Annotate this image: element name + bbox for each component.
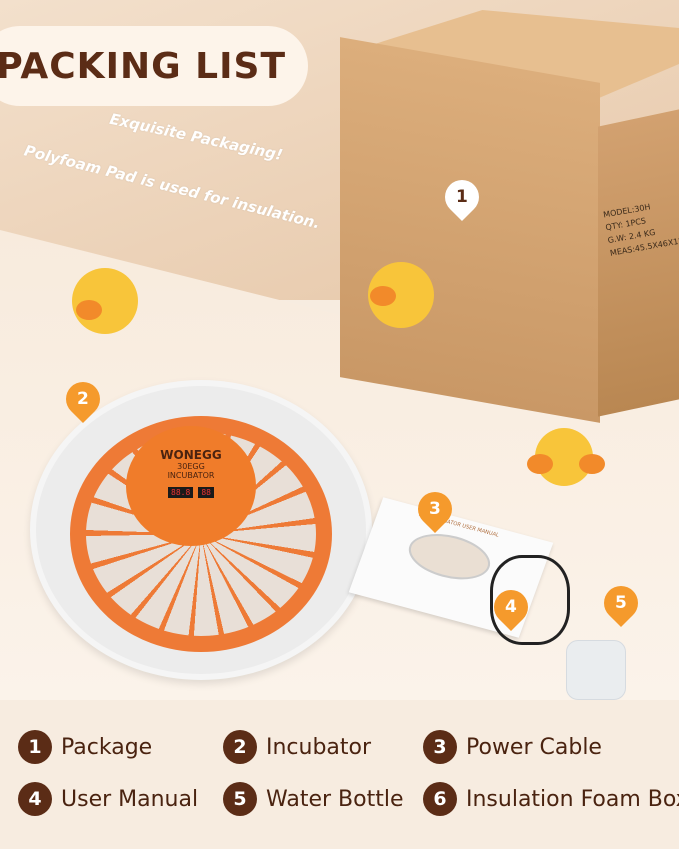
legend: 1 Package 2 Incubator 3 Power Cable 4 User M… (0, 730, 679, 816)
pin-number: 4 (505, 597, 517, 617)
legend-label: Package (61, 734, 153, 760)
legend-item: 6 Insulation Foam Box (423, 782, 679, 816)
pin-number: 3 (429, 499, 441, 519)
legend-label: Power Cable (466, 734, 602, 760)
humidity-display: 88 (198, 487, 214, 498)
legend-label: User Manual (61, 786, 199, 812)
model-line-2: INCUBATOR (167, 471, 215, 480)
pin-number: 5 (615, 593, 627, 613)
package-box (340, 37, 600, 423)
legend-item: 2 Incubator (223, 730, 423, 764)
power-cable-image (490, 555, 570, 645)
legend-number: 6 (423, 782, 457, 816)
brand-logo: WONEGG (160, 448, 222, 462)
legend-label: Incubator (266, 734, 372, 760)
temperature-display: 88.8 (168, 487, 194, 498)
legend-item: 3 Power Cable (423, 730, 679, 764)
model-line-1: 30EGG (177, 462, 205, 471)
legend-number: 4 (18, 782, 52, 816)
water-bottle-image (566, 640, 626, 700)
legend-number: 5 (223, 782, 257, 816)
legend-label: Insulation Foam Box (466, 786, 679, 812)
chick-icon (72, 268, 138, 334)
pin-number: 2 (77, 389, 89, 409)
legend-item: 5 Water Bottle (223, 782, 423, 816)
chick-icon (527, 428, 605, 486)
package-box-side (598, 109, 679, 417)
legend-number: 3 (423, 730, 457, 764)
incubator-image: WONEGG 30EGG INCUBATOR 88.8 88 (30, 380, 372, 680)
legend-label: Water Bottle (266, 786, 404, 812)
legend-item: 4 User Manual (18, 782, 223, 816)
control-panel: WONEGG 30EGG INCUBATOR 88.8 88 (126, 426, 256, 546)
page-title: PACKING LIST (0, 45, 286, 87)
legend-number: 2 (223, 730, 257, 764)
legend-number: 1 (18, 730, 52, 764)
title-banner: PACKING LIST (0, 26, 308, 106)
chick-icon (368, 262, 434, 328)
legend-item: 1 Package (18, 730, 223, 764)
pin-number: 1 (456, 187, 468, 207)
